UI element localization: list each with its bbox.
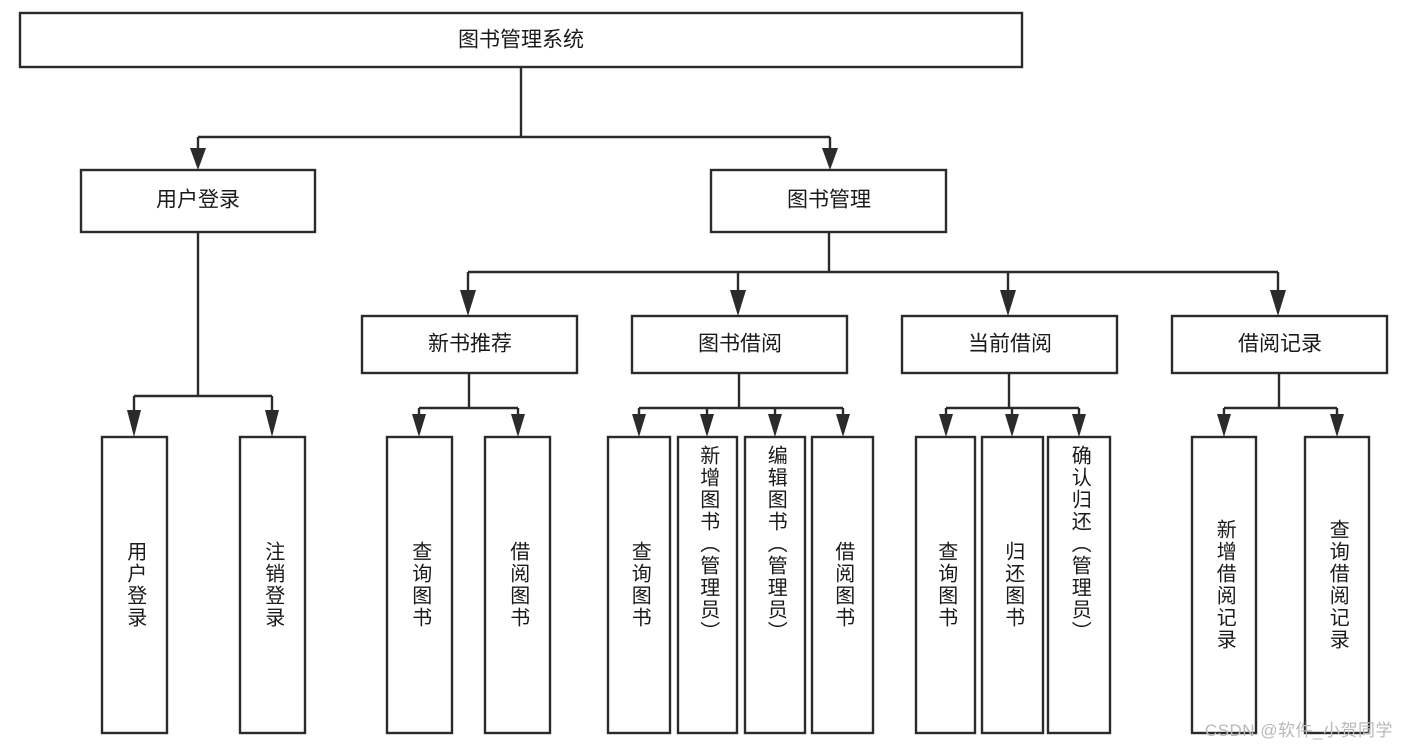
connector-group-new-book-recommend: [412, 373, 525, 437]
node-user-login[interactable]: 用户登录: [79, 168, 317, 234]
node-leaf-borrow-book-recommend-box[interactable]: [483, 435, 552, 735]
node-book-management[interactable]: 图书管理: [709, 168, 948, 234]
node-book-borrow[interactable]: 图书借阅: [630, 314, 849, 375]
node-leaf-return-book-box[interactable]: [980, 435, 1045, 735]
arrow-head-leaf-query-book-borrow: [632, 414, 646, 437]
arrow-head-leaf-return-book: [1005, 414, 1019, 437]
arrow-head-borrow-records: [1270, 290, 1286, 316]
arrow-head-new-book-recommend: [460, 290, 476, 316]
arrow-head-leaf-borrow-book: [836, 414, 850, 437]
node-new-book-recommend-label: 新书推荐: [428, 333, 512, 356]
leaf-boxes-group: [100, 435, 1371, 735]
node-root-box[interactable]: [18, 11, 1024, 69]
node-leaf-query-book-current-box[interactable]: [914, 435, 977, 735]
connector-group-current-borrow: [939, 373, 1086, 437]
node-leaf-query-book-recommend-box[interactable]: [385, 435, 454, 735]
node-borrow-records-label: 借阅记录: [1238, 333, 1322, 356]
node-leaf-add-borrow-record-box[interactable]: [1190, 435, 1258, 735]
node-leaf-query-borrow-record-box[interactable]: [1303, 435, 1371, 735]
node-book-management-box[interactable]: [709, 168, 948, 234]
node-book-borrow-box[interactable]: [630, 314, 849, 375]
arrow-head-leaf-add-book-admin: [700, 414, 714, 437]
connector-group-root: [190, 67, 838, 170]
arrow-head-current-borrow: [1000, 290, 1016, 316]
node-leaf-logout-login-box[interactable]: [238, 435, 307, 735]
arrow-head-leaf-add-borrow-record: [1217, 414, 1231, 437]
node-book-borrow-label: 图书借阅: [698, 333, 782, 356]
arrow-head-leaf-borrow-book-recommend: [511, 414, 525, 437]
arrow-head-leaf-logout-login: [265, 410, 279, 437]
node-current-borrow[interactable]: 当前借阅: [900, 314, 1119, 375]
node-borrow-records[interactable]: 借阅记录: [1170, 314, 1389, 375]
node-new-book-recommend[interactable]: 新书推荐: [360, 314, 579, 375]
node-leaf-confirm-return-admin-box[interactable]: [1046, 435, 1112, 735]
node-new-book-recommend-box[interactable]: [360, 314, 579, 375]
arrow-head-leaf-user-login: [127, 410, 141, 437]
arrow-head-book-borrow: [730, 290, 746, 316]
connector-group-borrow-records: [1217, 373, 1344, 437]
arrow-head-leaf-edit-book-admin: [768, 414, 782, 437]
arrow-head-leaf-query-book-current: [939, 414, 953, 437]
node-borrow-records-box[interactable]: [1170, 314, 1389, 375]
node-leaf-add-book-admin-box[interactable]: [676, 435, 739, 735]
arrow-head-leaf-query-borrow-record: [1330, 414, 1344, 437]
node-leaf-user-login-box[interactable]: [100, 435, 169, 735]
node-current-borrow-label: 当前借阅: [968, 333, 1052, 356]
node-user-login-box[interactable]: [79, 168, 317, 234]
node-root[interactable]: 图书管理系统: [18, 11, 1024, 69]
connector-group-book-management: [460, 232, 1286, 316]
node-current-borrow-box[interactable]: [900, 314, 1119, 375]
connector-group-user-login: [127, 232, 279, 437]
node-leaf-borrow-book-box[interactable]: [810, 435, 875, 735]
arrow-head-leaf-query-book-recommend: [412, 414, 426, 437]
arrow-head-user-login: [190, 148, 206, 170]
node-book-management-label: 图书管理: [787, 189, 871, 212]
node-user-login-label: 用户登录: [156, 189, 240, 212]
arrow-head-book-management: [822, 148, 838, 170]
csdn-watermark: CSDN @软件_小贺同学: [1204, 721, 1393, 740]
node-leaf-edit-book-admin-box[interactable]: [743, 435, 807, 735]
node-root-label: 图书管理系统: [458, 29, 584, 52]
arrow-head-leaf-confirm-return-admin: [1072, 414, 1086, 437]
connector-group-book-borrow: [632, 373, 850, 437]
node-leaf-query-book-borrow-box[interactable]: [606, 435, 672, 735]
